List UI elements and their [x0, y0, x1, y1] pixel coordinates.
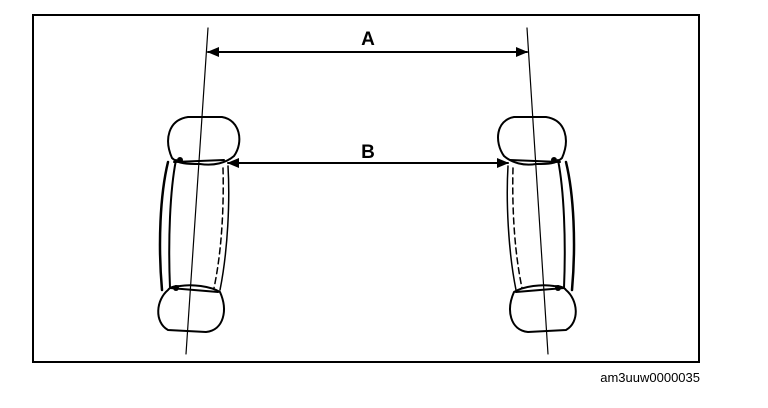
right-wheel-centerline [526, 27, 549, 355]
dimension-b-label: B [361, 142, 375, 163]
left-tire-upper [167, 116, 241, 166]
dimension-a-label: A [361, 29, 375, 50]
left-tire-body [168, 159, 177, 289]
right-tire-upper [497, 116, 567, 166]
right-wheel-assembly [497, 116, 577, 333]
diagram-frame [32, 14, 700, 363]
right-tire-body [557, 159, 566, 289]
figure-code-caption: am3uuw0000035 [600, 370, 700, 385]
left-wheel-assembly [157, 116, 241, 333]
left-wheel-centerline [185, 27, 209, 355]
